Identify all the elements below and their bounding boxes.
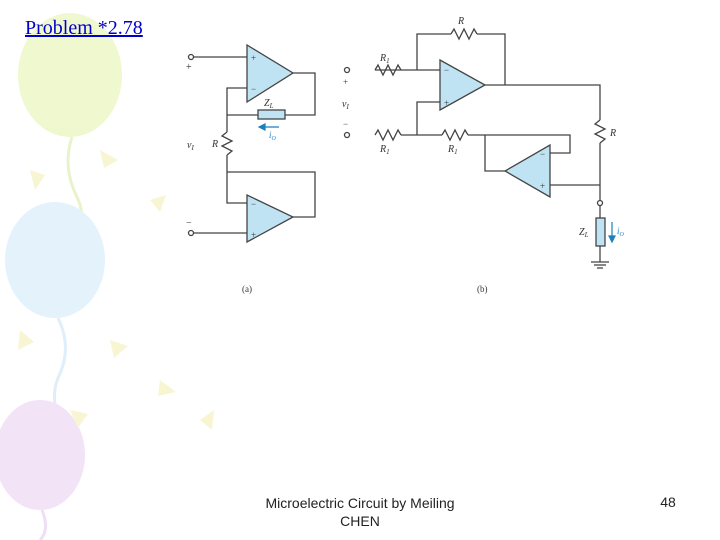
resistor-b-feedback (450, 27, 478, 41)
load-impedance-b (595, 217, 606, 247)
opamp-minus-a1: − (251, 84, 256, 94)
page-number: 48 (660, 494, 676, 510)
purple-balloon-icon (0, 400, 85, 510)
green-balloon-icon (18, 13, 122, 137)
confetti-icon (70, 410, 88, 428)
load-label-b: ZL (579, 227, 589, 239)
circuit-diagram: + + − ZL iO vI R − + − (a) + vI − R1 R1 … (186, 16, 625, 294)
resistor-b-r1-right (441, 128, 469, 142)
opamp-b1 (439, 58, 487, 112)
opamp-b2 (503, 143, 551, 199)
opamp-plus-a1: + (251, 53, 256, 63)
confetti-icon (158, 380, 176, 396)
r1-label-bottom: R1 (379, 144, 390, 156)
resistor-b-r1-bottom (374, 128, 402, 142)
confetti-icon (200, 410, 214, 430)
confetti-icon (110, 340, 128, 358)
current-label-b: iO (617, 226, 625, 238)
plus-sign-a-top: + (186, 62, 192, 73)
slide-title[interactable]: Problem *2.78 (25, 17, 143, 39)
blue-balloon-icon (5, 202, 105, 318)
confetti-icon (18, 330, 34, 350)
input-label-b: vI (342, 99, 349, 111)
opamp-plus-b2: + (540, 181, 545, 191)
footer-credit: Microelectric Circuit by Meiling CHEN (265, 495, 455, 529)
minus-sign-a-bottom: − (186, 218, 192, 229)
r1-label-top: R1 (379, 53, 390, 65)
current-label-a: iO (269, 130, 277, 142)
opamp-plus-b1: + (444, 98, 449, 108)
opamp-a2 (246, 193, 295, 244)
minus-sign-b: − (343, 119, 348, 129)
opamp-a1 (246, 43, 295, 104)
confetti-icon (30, 170, 45, 190)
input-label-a: vI (187, 140, 194, 152)
confetti-icon (100, 150, 118, 168)
confetti-icon (150, 195, 166, 212)
opamp-minus-b1: − (444, 65, 449, 75)
r1-label-right: R1 (447, 144, 458, 156)
plus-sign-b: + (343, 77, 348, 87)
caption-a: (a) (242, 284, 252, 294)
resistor-b-r1-top (374, 63, 402, 77)
opamp-plus-a2: + (251, 230, 256, 240)
resistor-a (220, 131, 234, 156)
resistor-label-a: R (211, 139, 218, 150)
output-resistor-label-b: R (609, 128, 616, 139)
feedback-resistor-label-b: R (457, 16, 464, 27)
load-label-a: ZL (264, 98, 274, 110)
resistor-b-output (593, 119, 607, 144)
opamp-minus-b2: − (540, 149, 545, 159)
load-impedance-a (257, 109, 286, 120)
caption-b: (b) (477, 284, 488, 294)
opamp-minus-a2: − (251, 199, 256, 209)
